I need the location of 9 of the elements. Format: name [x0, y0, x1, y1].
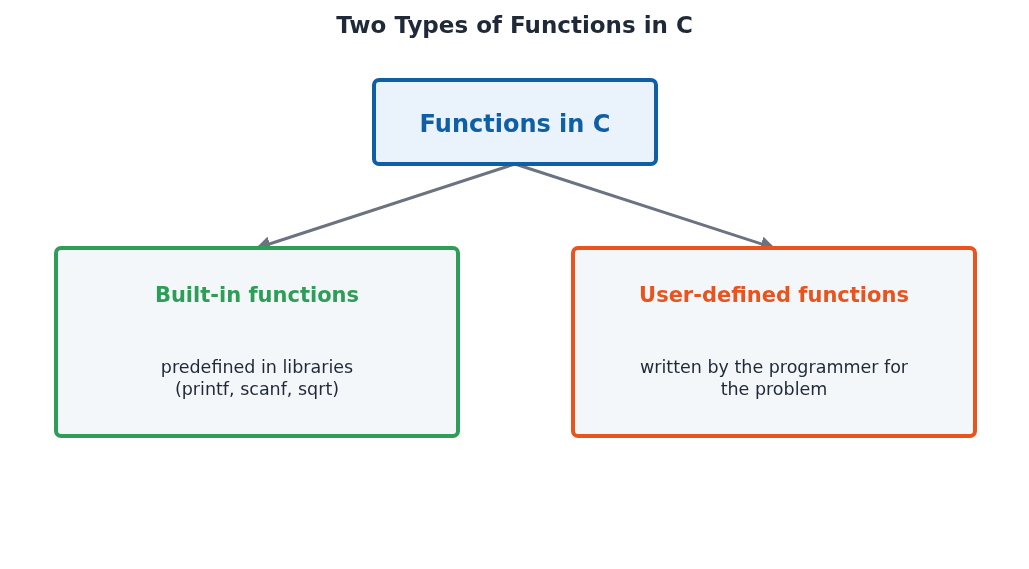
process-box	[372, 78, 658, 166]
box-description: predefined in libraries (printf, scanf, sqrt)	[159, 356, 355, 400]
box-description: written by the programmer for the problem	[638, 356, 910, 400]
box-heading: Built-in functions	[153, 283, 361, 307]
process-box	[571, 246, 977, 438]
diagram-title: Two Types of Functions in C	[335, 12, 694, 38]
box-heading: Functions in C	[418, 110, 612, 138]
process-box	[54, 246, 460, 438]
box-heading: User-defined functions	[638, 283, 910, 307]
